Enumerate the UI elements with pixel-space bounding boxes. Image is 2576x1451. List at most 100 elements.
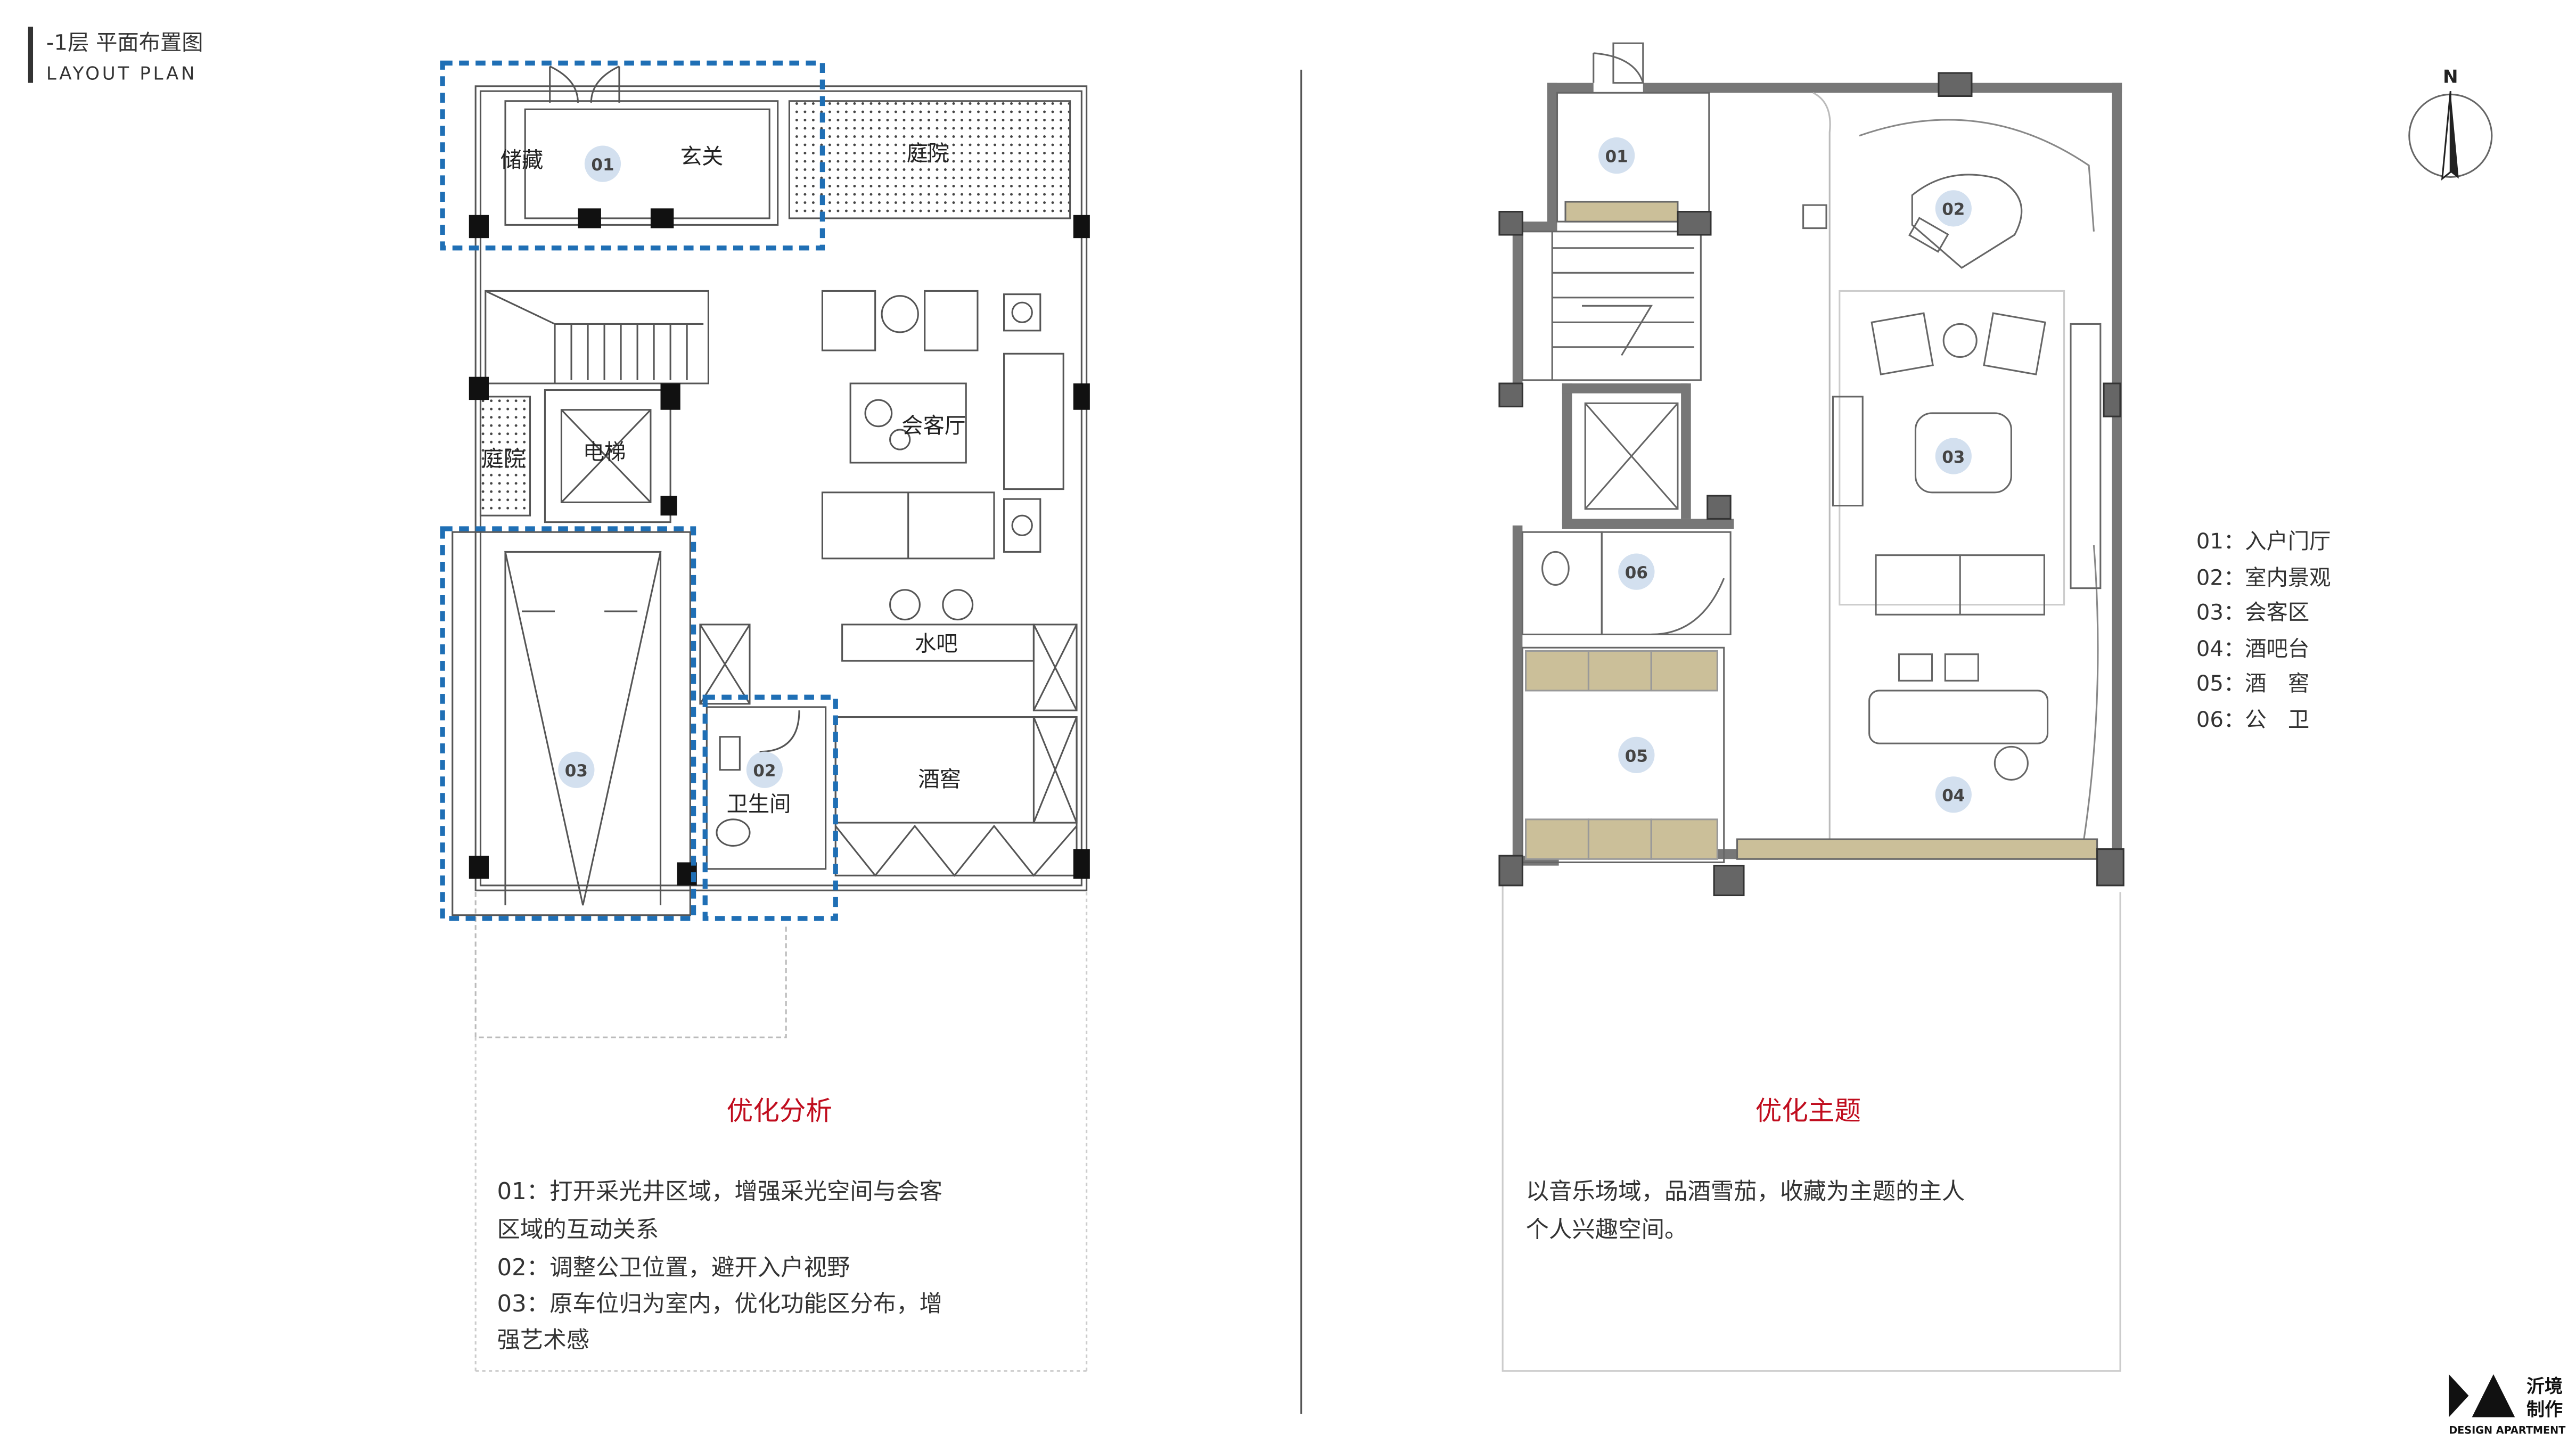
zone-02 [702,694,838,921]
label-water-bar: 水吧 [915,631,958,656]
right-piano [1911,174,2023,269]
plant-1 [1003,293,1041,332]
marker-left-03-text: 03 [565,761,588,781]
label-storage: 储藏 [501,147,544,173]
legend: 01：入户门厅 02：室内景观 03：会客区 04：酒吧台 05：酒 窖 06：… [2196,529,2331,732]
right-coffee-table [1914,412,2012,494]
marker-right-01-text: 01 [1605,147,1628,167]
elevator-cross [561,409,652,503]
bath-door [759,710,800,753]
right-main-divider [1812,92,1831,849]
wine-rack [835,824,1078,877]
page-subtitle: LAYOUT PLAN [46,63,197,84]
elevator-car [560,409,652,503]
theme-title: 优化主题 [1755,1095,1861,1126]
marker-right-03 [1935,438,1972,474]
right-wine-cellar [1521,646,1725,864]
highlight-zones [440,60,838,921]
plan-right [1498,42,2124,1372]
label-wine-cellar: 酒窖 [918,767,961,792]
legend-item-03: 03：会客区 [2196,600,2309,625]
garage-area [452,531,691,916]
plan-left-columns [469,208,1090,886]
analysis-title: 优化分析 [727,1095,832,1126]
right-restroom [1601,531,1732,636]
label-courtyard-top: 庭院 [907,141,950,166]
north-arrow-icon [2441,91,2451,181]
analysis-line-2: 区域的互动关系 [497,1216,659,1243]
bath-sink [719,736,741,771]
plan-left-labels: 储藏 玄关 庭院 庭院 电梯 会客厅 水吧 卫生间 酒窖 [482,141,966,816]
marker-right-01 [1598,137,1635,174]
plan-left-outer-wall [474,85,1088,891]
marker-right-02 [1935,190,1972,227]
right-reception-zone [1839,290,2065,606]
cabinet-right [1032,624,1078,711]
brand-logo: 沂境 制作 DESIGN APARTMENT [2449,1374,2565,1437]
right-stair-treads [1551,231,1694,380]
label-elevator: 电梯 [583,440,626,465]
header-bar [28,27,34,83]
marker-right-06 [1618,553,1655,590]
marker-right-02-text: 02 [1942,200,1965,219]
right-extension [1502,865,2121,1372]
right-armchair-1 [1871,312,1934,375]
stairs [485,290,710,384]
plan-left-markers: 01 02 03 [558,145,783,788]
right-curve-wall [1859,119,2099,840]
cabinet-left [699,624,751,705]
right-bar-shelf [1736,838,2098,860]
right-pillar-small [1802,204,1827,229]
garage-triangle [504,551,662,906]
right-bar-stool-1 [1898,653,1933,682]
header: -1层 平面布置图 LAYOUT PLAN [28,27,203,84]
marker-right-04-text: 04 [1942,786,1965,806]
marker-left-02-text: 02 [753,761,776,781]
plan-right-columns [1498,72,2124,897]
label-foyer: 玄关 [680,144,724,169]
marker-right-04 [1935,776,1972,813]
stool-2 [942,589,974,621]
analysis-line-5: 强艺术感 [497,1327,589,1354]
marker-right-05-text: 05 [1625,747,1648,766]
analysis-block: 优化分析 01：打开采光井区域，增强采光空间与会客 区域的互动关系 02：调整公… [474,892,1088,1372]
side-table [881,295,919,333]
courtyard-side [479,396,531,517]
right-bartender [1993,745,2029,781]
logo-cn-bottom: 制作 [2526,1399,2563,1420]
plan-right-markers: 01 02 03 04 05 06 [1598,137,1972,813]
plan-right-walls [1503,83,2122,866]
stair-treads [485,290,704,384]
coffee-table [849,382,967,464]
marker-left-01 [584,145,621,182]
north-compass: N [2408,67,2493,181]
foyer-wall [504,100,779,226]
wine-cellar [834,716,1078,876]
page-title: -1层 平面布置图 [46,30,203,55]
analysis-line-1: 01：打开采光井区域，增强采光空间与会客 [497,1178,942,1205]
right-bar-stool-2 [1944,653,1979,682]
right-armchair-2 [1983,312,2046,375]
right-console [1832,396,1864,507]
label-bathroom: 卫生间 [727,791,791,816]
marker-right-06-text: 06 [1625,563,1648,583]
label-courtyard-side: 庭院 [482,446,526,471]
marker-left-01-text: 01 [591,155,614,175]
armchair-1 [821,290,876,351]
right-foyer-cabinet [1564,201,1679,223]
entrance-door [549,65,620,103]
zone-03 [440,526,696,921]
right-bar-counter [1868,690,2049,744]
marker-right-05 [1618,736,1655,773]
plant-2 [1003,498,1041,553]
zone-01 [440,60,825,251]
sofa-right [1003,352,1064,490]
right-side-table [1942,323,1978,358]
stool-1 [889,589,921,621]
legend-item-06: 06：公 卫 [2196,707,2309,732]
north-label: N [2443,67,2458,88]
legend-item-05: 05：酒 窖 [2196,671,2309,696]
right-wine-shelves [1525,650,1718,860]
left-extension [474,892,787,1038]
